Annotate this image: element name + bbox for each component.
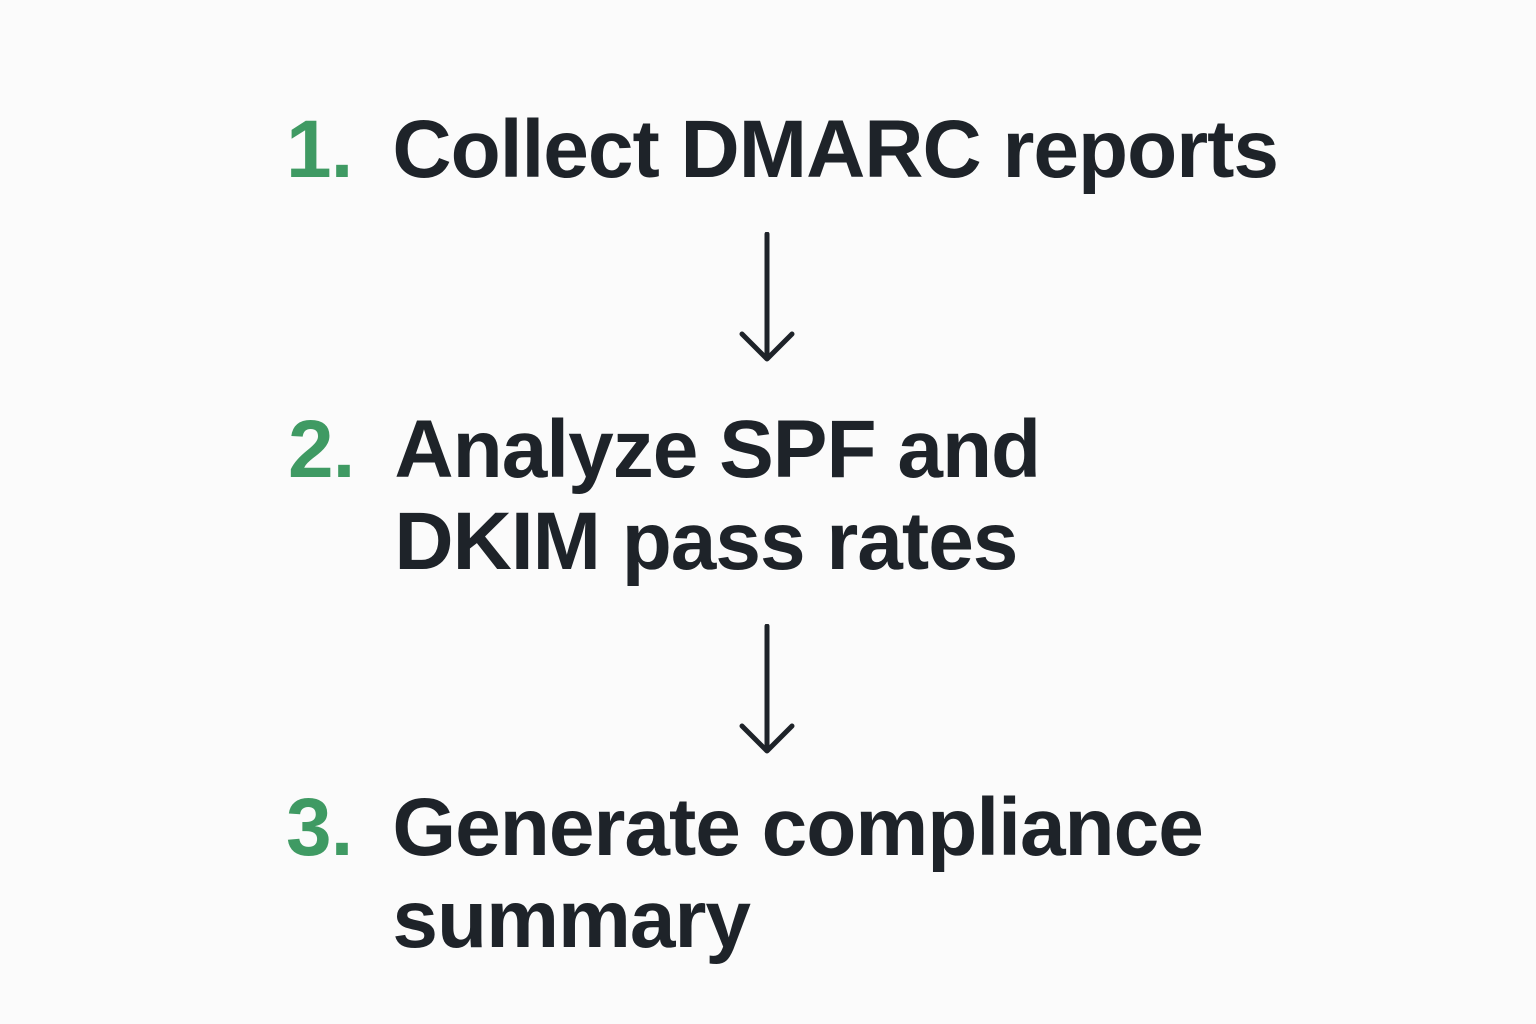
step-2: 2. Analyze SPF and DKIM pass rates bbox=[288, 404, 1254, 588]
step-3: 3. Generate compliance summary bbox=[286, 782, 1252, 966]
step-number: 2. bbox=[288, 404, 355, 495]
step-label: Analyze SPF and DKIM pass rates bbox=[394, 404, 1041, 587]
step-1: 1. Collect DMARC reports bbox=[286, 104, 1279, 196]
step-label: Collect DMARC reports bbox=[392, 104, 1279, 195]
arrow-down-icon bbox=[737, 232, 797, 364]
step-number: 3. bbox=[286, 782, 353, 873]
step-label: Generate compliance summary bbox=[392, 782, 1203, 965]
step-number: 1. bbox=[286, 104, 353, 195]
arrow-down-icon bbox=[737, 624, 797, 756]
